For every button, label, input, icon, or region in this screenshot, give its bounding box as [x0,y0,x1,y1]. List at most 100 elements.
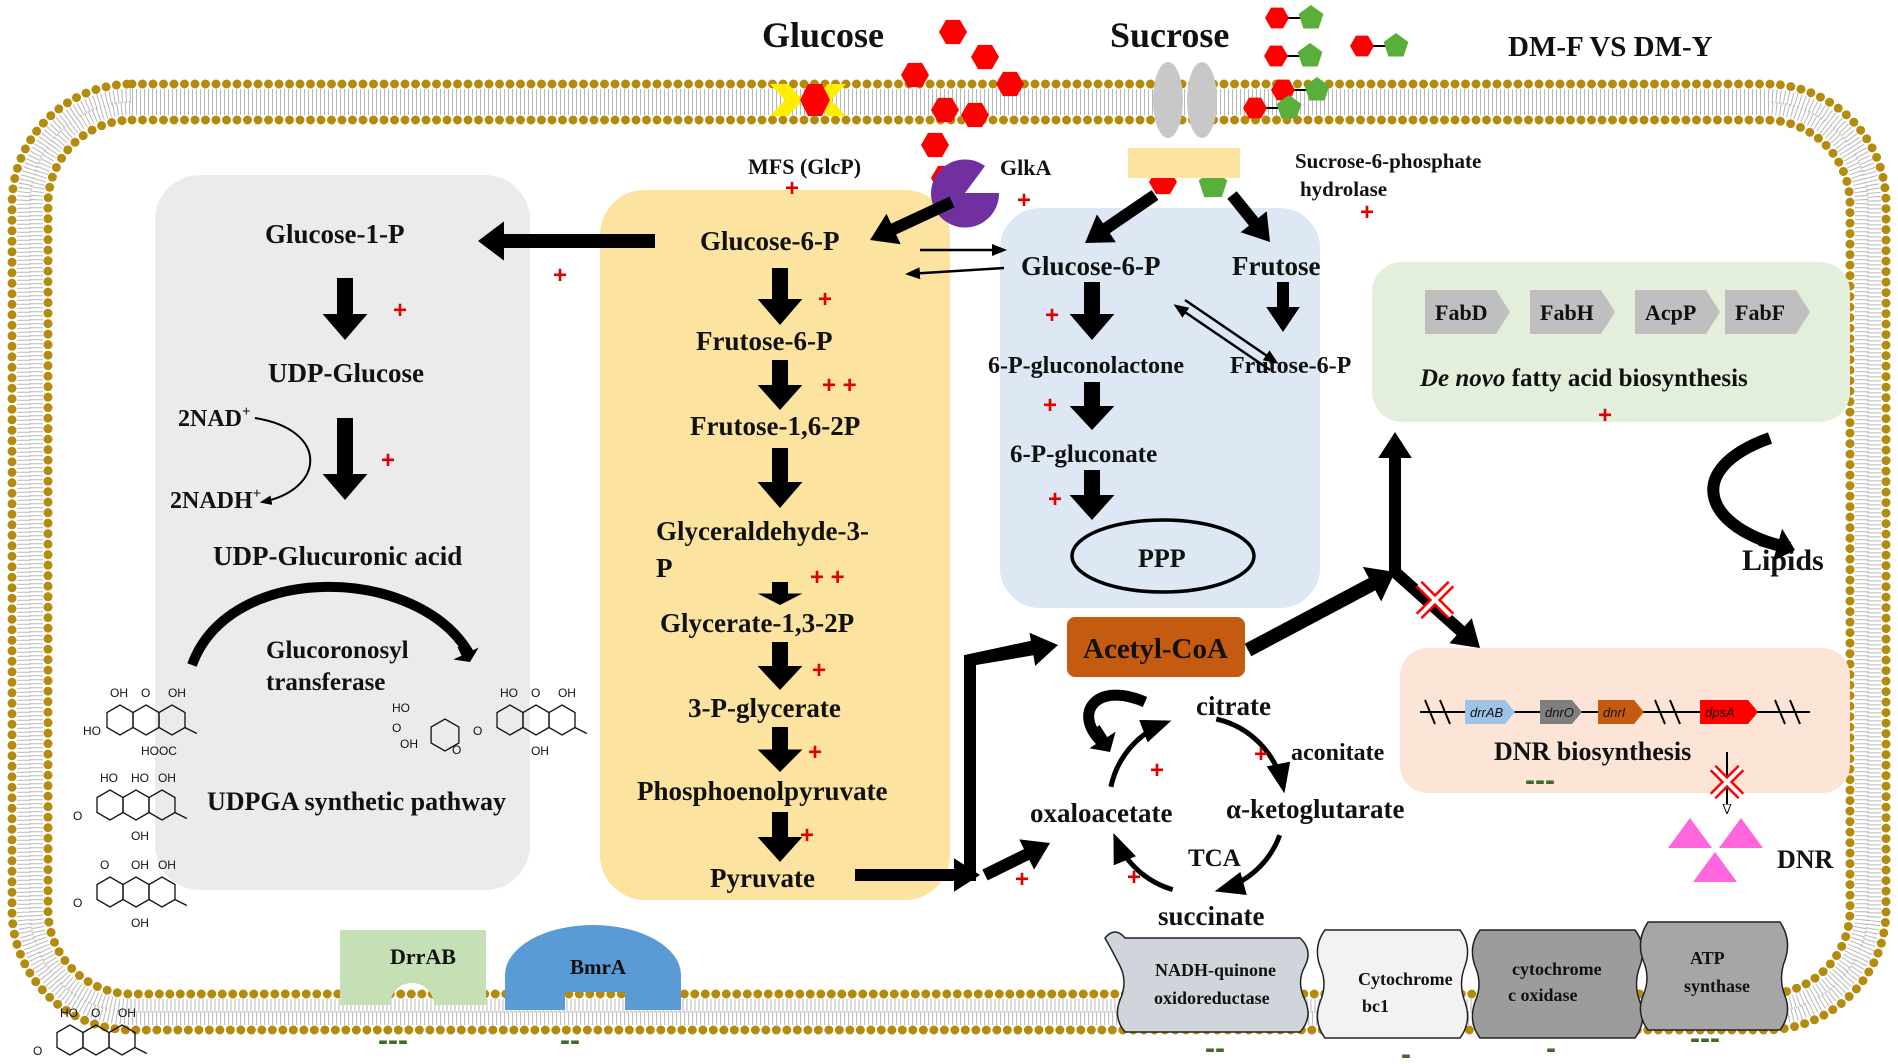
glycolysis-pyruvate: Pyruvate [710,863,815,893]
structure-atom-label: OH [558,686,576,700]
upregulated-mark: + [553,262,567,289]
fatty-acid-gene-label: FabH [1540,300,1594,325]
dnr-product-label: DNR [1777,845,1834,874]
glucose-1-p: Glucose-1-P [265,219,404,249]
nadh-label-1: NADH-quinone [1155,960,1276,980]
upregulated-mark: + [1043,392,1057,419]
downregulated-mark: - [1401,1038,1411,1064]
downregulated-mark: --- [1525,764,1555,797]
tca-cycle-arrow [1108,720,1172,788]
structure-atom-label: HO [60,1006,78,1020]
structure-atom-label: OH [110,686,128,700]
glycolysis-region [600,190,950,900]
structure-atom-label: O [141,686,150,700]
cytochrome-bc1-label-1: Cytochrome [1358,969,1453,989]
structure-atom-label: OH [131,829,149,843]
pathway-arrows [187,190,1795,895]
udp-glucuronic-acid: UDP-Glucuronic acid [213,541,462,571]
fatty-acid-gene-label: FabD [1435,300,1488,325]
tca-cycle-arrow [1215,716,1291,794]
dnr-gene-label: dnrI [1603,705,1626,720]
structure-atom-label: O [73,809,82,823]
fatty-acid-gene-icon [1725,290,1810,334]
reaction-arrow [1391,567,1480,648]
structure-atom-label: O [452,743,461,757]
acetyl-coa-label: Acetyl-CoA [1083,633,1228,665]
tca-akg: α-ketoglutarate [1226,794,1405,824]
structure-atom-label: OH [158,858,176,872]
sucrose-hydrolase-label-1: Sucrose-6-phosphate [1295,149,1481,173]
glka-enzyme-icon [931,159,1000,228]
glucose-hexagon-icon [939,19,967,45]
ppp-oval [1070,518,1256,594]
dnr-gene-icon [1540,700,1582,724]
reaction-arrow [757,642,803,690]
bmra-transporter: BmrA [505,925,681,1010]
upregulated-mark: + [812,657,826,684]
ppp-gluconate: 6-P-gluconate [1010,441,1157,468]
structure-atom-label: HO [83,724,101,738]
sucrose-molecules [1198,5,1409,198]
nadh-label-2: oxidoreductase [1154,988,1270,1008]
reaction-arrow [982,839,1050,881]
upregulated-mark: + + [822,372,857,399]
cox-label-2: c oxidase [1508,985,1578,1005]
lipids-arrow [1707,432,1792,554]
reaction-arrow [322,418,368,500]
structure-atom-label: OH [531,744,549,758]
glucose-hexagon-icon [996,71,1024,97]
upregulated-mark: + [1045,302,1059,329]
inhibition-cross-icon [1415,580,1455,620]
mfs-transporter-icon [770,84,846,116]
mfs-label: MFS (GlcP) [748,154,861,179]
drrab-transporter: DrrAB [340,930,486,1005]
structure-atom-label: HO [100,771,118,785]
structure-atom-label: O [473,724,482,738]
upregulated-mark: + [1598,402,1612,429]
nadh-quinone-oxidoreductase: NADH-quinone oxidoreductase [1104,931,1309,1033]
reaction-arrow [757,268,803,325]
fatty-acid-label: De novo fatty acid biosynthesis [1419,365,1748,392]
glycolysis-gap-2: P [656,553,673,583]
reaction-arrow [1378,432,1412,572]
dnr-gene-label: drrAB [1470,705,1504,720]
upregulated-mark: + [1150,757,1164,784]
structure-atom-label: OH [131,916,149,930]
reaction-arrow [1227,191,1270,242]
downregulated-mark: --- [378,1024,408,1057]
upregulated-mark: + + [810,564,845,591]
sucrose-transporter-icon [1128,62,1240,178]
glka-label: GlkA [1000,155,1051,180]
structure-atom-label: O [73,896,82,910]
atp-synthase: ATP synthase [1639,921,1789,1031]
downregulated-mark: -- [1205,1032,1225,1064]
reaction-arrow [757,727,803,772]
tca-succinate: succinate [1158,901,1265,931]
dnr-gene-icon [1598,700,1644,724]
udpga-pathway-label: UDPGA synthetic pathway [207,787,506,816]
structure-atom-label: O [100,858,109,872]
glycolysis-g13bp: Glycerate-1,3-2P [660,608,854,638]
atp-label-2: synthase [1684,976,1750,996]
structure-atom-label: OH [118,1006,136,1020]
structure-atom-label: OH [131,858,149,872]
glucose-hexagon-icon [961,102,989,128]
glycolysis-g6p: Glucose-6-P [700,226,839,256]
reversible-arrow [1173,304,1271,372]
upregulated-mark: + [1127,864,1141,891]
dnr-biosynthesis-label: DNR biosynthesis [1494,737,1691,766]
glycolysis-f6p: Frutose-6-P [696,326,832,356]
nad-cofactor-arrow [254,417,312,505]
glucose-label: Glucose [762,15,884,55]
upregulated-mark: + [808,739,822,766]
transferase-arrow [187,581,475,667]
glycolysis-f16bp: Frutose-1,6-2P [690,411,860,441]
tca-label: TCA [1188,845,1241,872]
cox-label-1: cytochrome [1512,959,1602,979]
sucrose-label: Sucrose [1110,15,1229,55]
fatty-acid-gene-icon [1635,290,1720,334]
